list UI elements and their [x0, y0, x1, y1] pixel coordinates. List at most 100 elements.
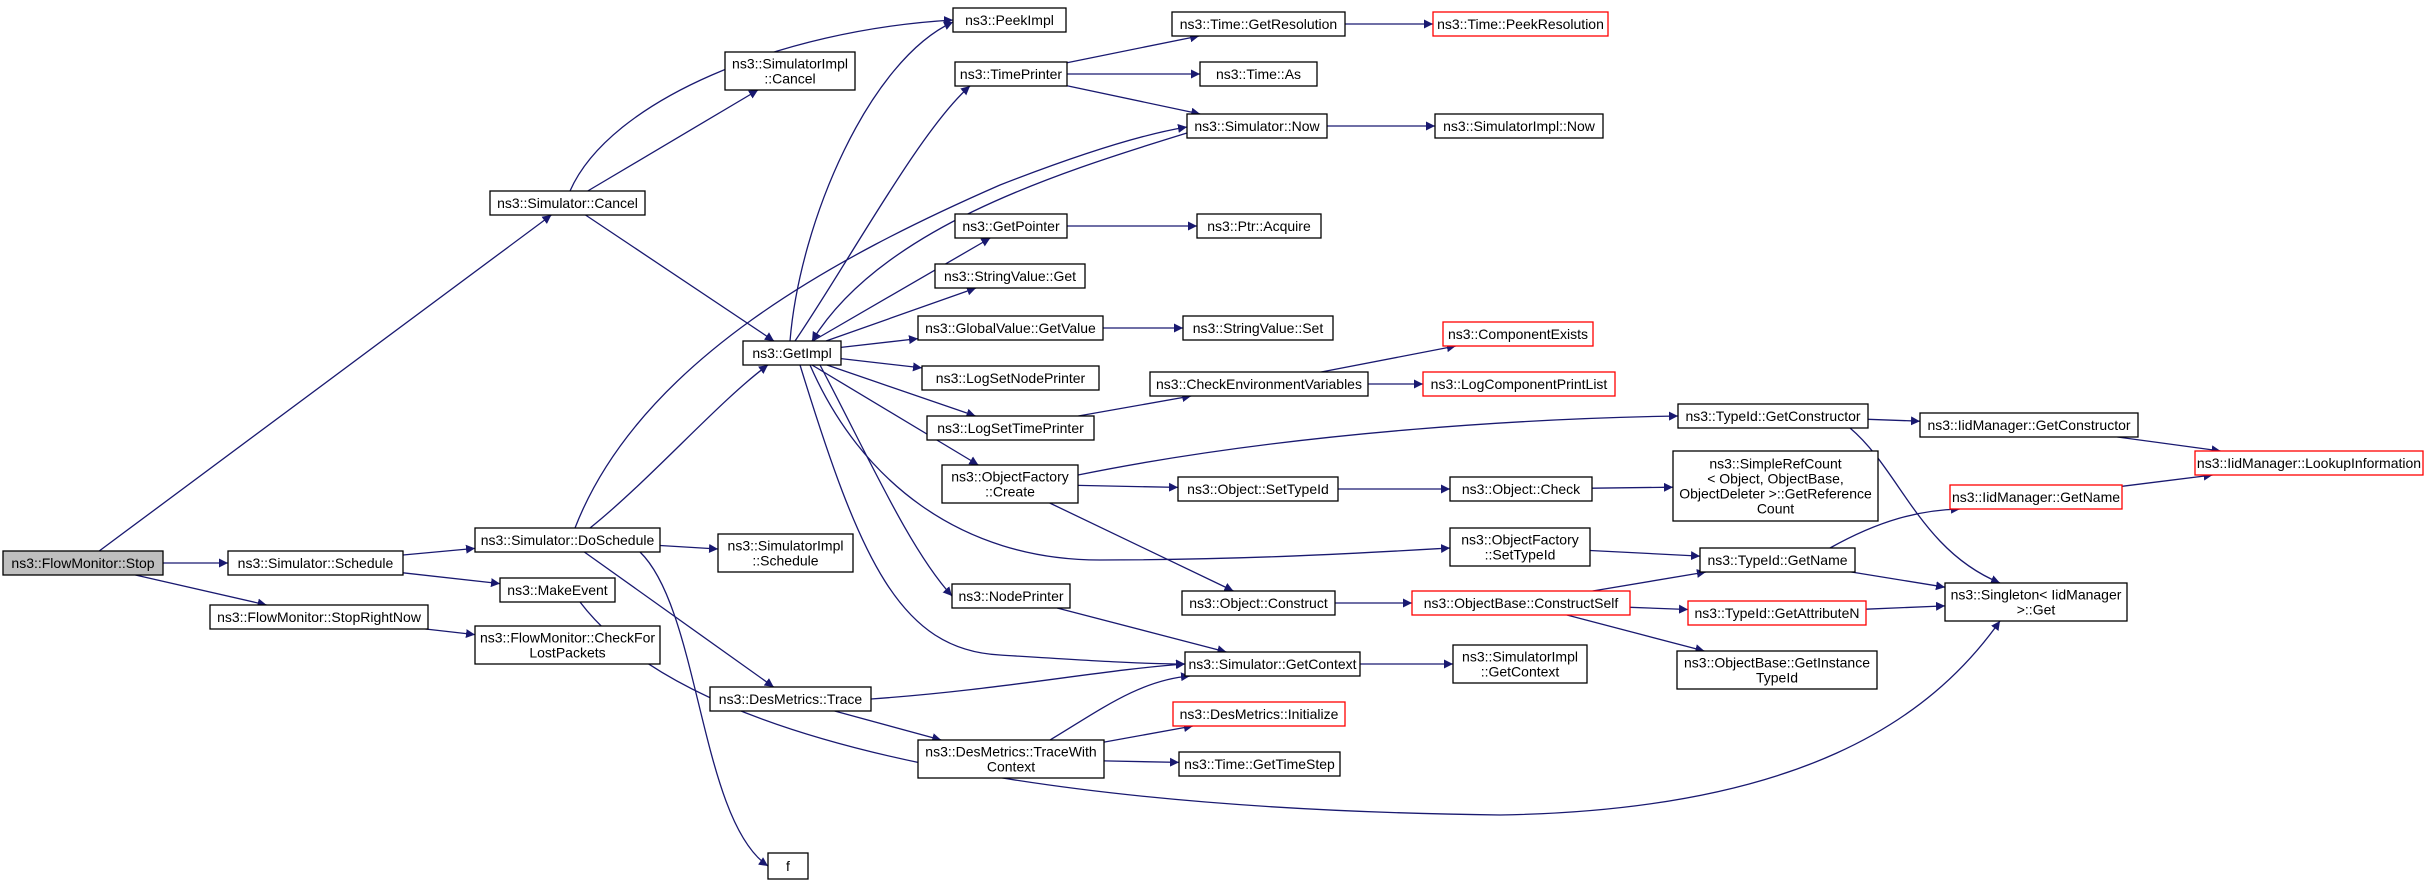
node-logcomponentprintlist[interactable]: ns3::LogComponentPrintList	[1422, 371, 1616, 397]
node-label: ns3::DesMetrics::TraceWith	[925, 744, 1096, 760]
node-box	[1411, 590, 1631, 616]
node-peekimpl[interactable]: ns3::PeekImpl	[952, 7, 1067, 33]
node-object-check[interactable]: ns3::Object::Check	[1449, 476, 1593, 502]
node-label: ns3::DesMetrics::Trace	[719, 691, 863, 707]
node-logsettimeprinter[interactable]: ns3::LogSetTimePrinter	[926, 415, 1095, 441]
node-objectbase-constructself[interactable]: ns3::ObjectBase::ConstructSelf	[1411, 590, 1631, 616]
node-label: ns3::PeekImpl	[965, 12, 1054, 28]
node-getimpl[interactable]: ns3::GetImpl	[742, 340, 842, 366]
node-label: ns3::Simulator::DoSchedule	[481, 532, 655, 548]
node-typeid-getattributen[interactable]: ns3::TypeId::GetAttributeN	[1687, 600, 1867, 626]
node-simulator-getcontext[interactable]: ns3::Simulator::GetContext	[1184, 651, 1361, 677]
node-label: ns3::ObjectFactory	[951, 469, 1069, 485]
node-box	[954, 61, 1068, 87]
edge-getimpl-to-getpointer	[812, 237, 991, 342]
node-desmetrics-initialize[interactable]: ns3::DesMetrics::Initialize	[1172, 701, 1346, 727]
node-label: ns3::ComponentExists	[1448, 326, 1588, 342]
node-flowmonitor-stop[interactable]: ns3::FlowMonitor::Stop	[2, 550, 164, 576]
node-stringvalue-get[interactable]: ns3::StringValue::Get	[934, 263, 1086, 289]
node-box	[489, 190, 646, 216]
node-nodeprinter[interactable]: ns3::NodePrinter	[951, 583, 1071, 609]
node-simulatorimpl-schedule[interactable]: ns3::SimulatorImpl::Schedule	[717, 533, 854, 573]
node-stringvalue-set[interactable]: ns3::StringValue::Set	[1182, 315, 1334, 341]
node-simulator-schedule[interactable]: ns3::Simulator::Schedule	[227, 550, 404, 576]
node-label: ns3::SimpleRefCount	[1709, 456, 1841, 472]
node-box	[952, 7, 1067, 33]
node-box	[1687, 600, 1867, 626]
node-time-as[interactable]: ns3::Time::As	[1199, 61, 1318, 87]
node-makeevent[interactable]: ns3::MakeEvent	[499, 577, 616, 603]
node-simulator-now[interactable]: ns3::Simulator::Now	[1186, 113, 1328, 139]
edge-getimpl-to-nodeprinter	[819, 364, 953, 597]
node-iidmanager-getname[interactable]: ns3::IidManager::GetName	[1949, 484, 2123, 510]
node-box	[1184, 651, 1361, 677]
node-box	[1442, 321, 1594, 347]
node-label: ns3::Time::PeekResolution	[1437, 16, 1604, 32]
node-componentexists[interactable]: ns3::ComponentExists	[1442, 321, 1594, 347]
edge-objectfactory-create-to-object-construct	[1049, 502, 1234, 592]
node-typeid-getconstructor[interactable]: ns3::TypeId::GetConstructor	[1677, 403, 1869, 429]
node-object-settypeid[interactable]: ns3::Object::SetTypeId	[1177, 476, 1339, 502]
node-label: ns3::Time::As	[1216, 66, 1301, 82]
node-label: ns3::Simulator::Schedule	[238, 555, 394, 571]
edge-simulator-cancel-to-peekimpl	[569, 16, 954, 192]
node-label: ns3::GetImpl	[752, 345, 831, 361]
node-label: ns3::GetPointer	[962, 218, 1060, 234]
node-simulatorimpl-cancel[interactable]: ns3::SimulatorImpl::Cancel	[724, 51, 856, 91]
edge-getimpl-to-logsettimeprinter	[826, 364, 976, 418]
node-checkenvironmentvariables[interactable]: ns3::CheckEnvironmentVariables	[1149, 371, 1369, 397]
node-simulator-doschedule[interactable]: ns3::Simulator::DoSchedule	[474, 527, 661, 553]
node-label: ns3::ObjectBase::ConstructSelf	[1424, 595, 1619, 611]
node-box	[1677, 403, 1869, 429]
node-label: ns3::MakeEvent	[507, 582, 607, 598]
node-flowmonitor-stoprightnow[interactable]: ns3::FlowMonitor::StopRightNow	[209, 604, 429, 630]
edge-simulator-schedule-to-makeevent	[402, 572, 501, 588]
node-label: ns3::Object::Check	[1462, 481, 1581, 497]
node-label: ::Create	[985, 484, 1035, 500]
node-simulatorimpl-now[interactable]: ns3::SimulatorImpl::Now	[1434, 113, 1604, 139]
node-timeprinter[interactable]: ns3::TimePrinter	[954, 61, 1068, 87]
edge-getimpl-to-stringvalue-get	[825, 286, 977, 342]
node-ptr-acquire[interactable]: ns3::Ptr::Acquire	[1196, 213, 1322, 239]
node-typeid-getname[interactable]: ns3::TypeId::GetName	[1699, 547, 1856, 573]
node-simplerefcount[interactable]: ns3::SimpleRefCount< Object, ObjectBase,…	[1672, 450, 1879, 522]
edge-makeevent-to-singleton-get	[579, 601, 2001, 816]
node-globalvalue-getvalue[interactable]: ns3::GlobalValue::GetValue	[917, 315, 1104, 341]
node-box	[1449, 527, 1591, 567]
node-simulator-cancel[interactable]: ns3::Simulator::Cancel	[489, 190, 646, 216]
node-time-gettimestep[interactable]: ns3::Time::GetTimeStep	[1178, 751, 1341, 777]
node-box	[1182, 315, 1334, 341]
node-f[interactable]: f	[767, 852, 809, 880]
node-desmetrics-trace[interactable]: ns3::DesMetrics::Trace	[709, 686, 872, 712]
node-logsetnodeprinter[interactable]: ns3::LogSetNodePrinter	[921, 365, 1100, 391]
node-box	[1172, 701, 1346, 727]
edge-objectbase-constructself-to-objectbase-getinstancetypeid	[1566, 614, 1705, 654]
node-iidmanager-lookupinformation[interactable]: ns3::IidManager::LookupInformation	[2194, 450, 2424, 476]
node-label: TypeId	[1756, 670, 1798, 686]
node-object-construct[interactable]: ns3::Object::Construct	[1181, 590, 1336, 616]
node-box	[917, 739, 1105, 779]
node-box	[1676, 650, 1878, 690]
edge-object-check-to-simplerefcount	[1591, 482, 1674, 492]
node-objectfactory-create[interactable]: ns3::ObjectFactory::Create	[941, 464, 1079, 504]
edge-getimpl-to-logsetnodeprinter	[840, 357, 923, 372]
node-simulatorimpl-getcontext[interactable]: ns3::SimulatorImpl::GetContext	[1452, 644, 1588, 684]
node-singleton-get[interactable]: ns3::Singleton< IidManager >::Get	[1944, 582, 2128, 622]
edge-getimpl-to-peekimpl	[789, 21, 954, 342]
edge-iidmanager-getconstructor-to-iidmanager-lookupinformation	[2117, 436, 2221, 455]
node-iidmanager-getconstructor[interactable]: ns3::IidManager::GetConstructor	[1919, 412, 2139, 438]
edge-desmetrics-trace-to-desmetrics-tracewithcontext	[834, 710, 942, 742]
edge-typeid-getattributen-to-singleton-get	[1865, 601, 1946, 611]
node-label: ns3::ObjectBase::GetInstance	[1684, 655, 1870, 671]
node-box	[1199, 61, 1318, 87]
node-objectfactory-settypeid[interactable]: ns3::ObjectFactory::SetTypeId	[1449, 527, 1591, 567]
node-time-peekresolution[interactable]: ns3::Time::PeekResolution	[1432, 11, 1609, 37]
node-label: ns3::Simulator::Now	[1194, 118, 1320, 134]
node-getpointer[interactable]: ns3::GetPointer	[954, 213, 1068, 239]
node-time-getresolution[interactable]: ns3::Time::GetResolution	[1171, 11, 1346, 37]
node-label: ns3::TimePrinter	[960, 66, 1063, 82]
node-label: ns3::LogSetTimePrinter	[937, 420, 1084, 436]
